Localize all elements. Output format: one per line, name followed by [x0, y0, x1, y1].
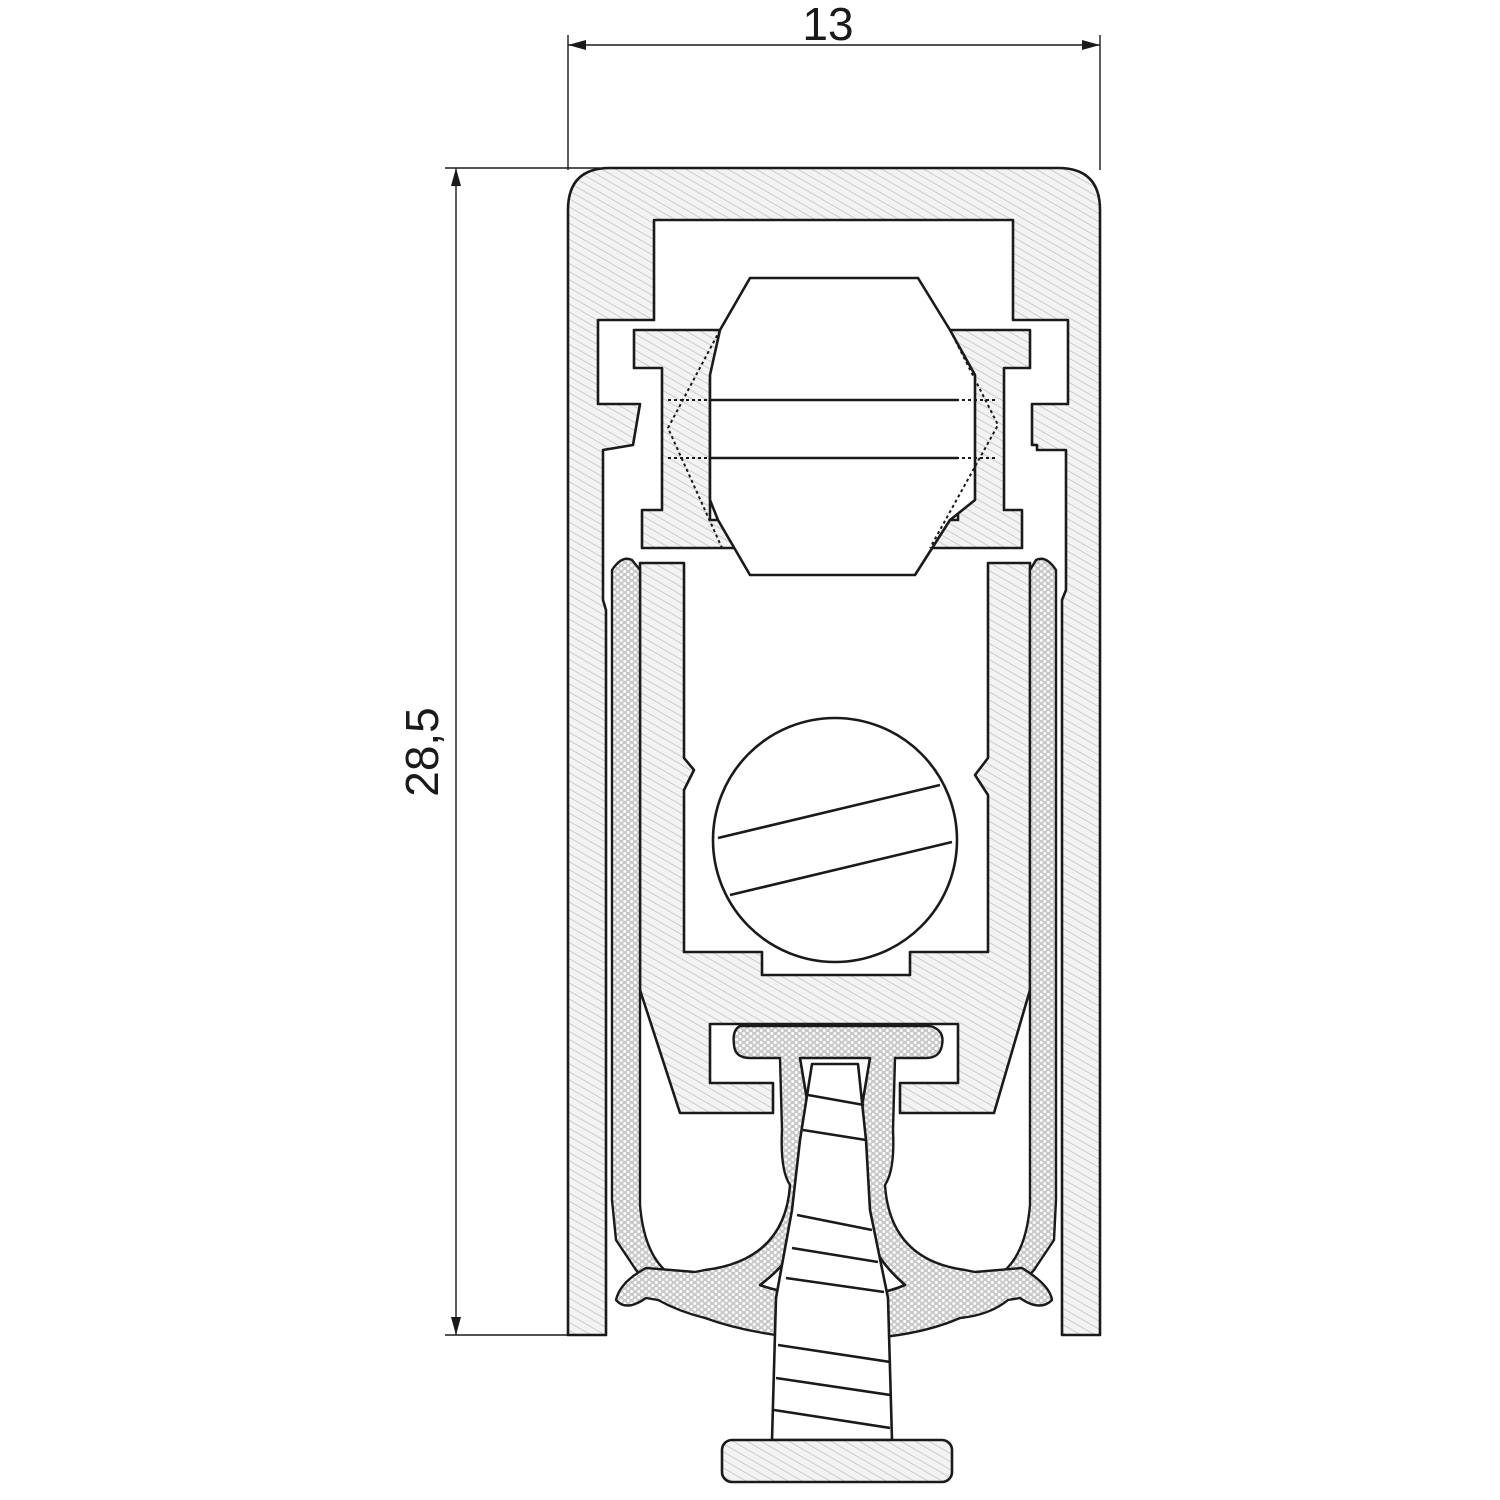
hex-hidden-outline [666, 329, 1000, 549]
height-label: 28,5 [396, 707, 448, 797]
screw-slot-upper [717, 783, 941, 840]
height-arrow-bottom [451, 1317, 461, 1335]
thread-line-4 [791, 1246, 879, 1264]
trigger-button [720, 1438, 954, 1484]
thread-line-6 [777, 1343, 891, 1364]
screw-head [711, 716, 959, 964]
width-arrow-right [1082, 40, 1100, 50]
hex-bushing [708, 276, 977, 577]
height-dimension: 28,5 [396, 167, 600, 1336]
inner-carrier-body [638, 561, 1032, 1115]
thread-line-5 [785, 1276, 885, 1294]
width-label: 13 [802, 0, 853, 50]
thread-line-8 [773, 1408, 891, 1430]
width-dimension: 13 [567, 0, 1101, 170]
screw-slot-lower [729, 840, 953, 897]
thread-line-7 [775, 1376, 891, 1397]
adjustment-screw [711, 716, 959, 964]
thread-line-2 [802, 1128, 867, 1142]
height-arrow-top [451, 168, 461, 186]
thread-line-3 [796, 1213, 873, 1232]
width-arrow-left [568, 40, 586, 50]
thread-line-1 [807, 1093, 865, 1107]
outer-housing-profile [566, 166, 1102, 1337]
